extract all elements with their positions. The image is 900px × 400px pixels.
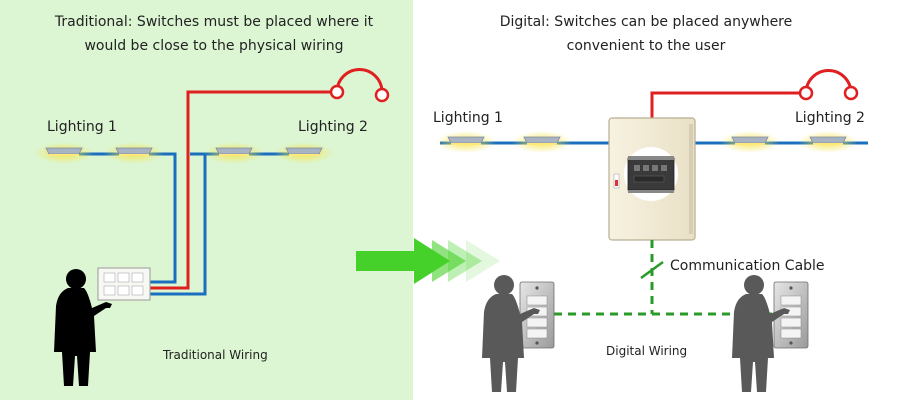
traditional-lighting-2-label: Lighting 2 xyxy=(298,119,368,135)
digital-power-terminal-1 xyxy=(798,85,814,101)
traditional-lamp-1a xyxy=(33,141,95,165)
traditional-lighting-1-label: Lighting 1 xyxy=(47,119,117,135)
digital-lamp-1b xyxy=(511,130,573,154)
traditional-wiring-caption: Traditional Wiring xyxy=(162,348,268,362)
digital-lighting-2-label: Lighting 2 xyxy=(795,110,865,126)
traditional-power-terminal-1 xyxy=(329,84,345,100)
traditional-title-line2: would be close to the physical wiring xyxy=(84,38,343,54)
control-cabinet xyxy=(608,117,696,241)
digital-title-line1: Digital: Switches can be placed anywhere xyxy=(500,14,793,30)
digital-title-line2: convenient to the user xyxy=(567,38,726,54)
digital-lighting-1-label: Lighting 1 xyxy=(433,110,503,126)
digital-lamp-1a xyxy=(435,130,497,154)
traditional-switch-panel xyxy=(97,267,151,301)
traditional-power-terminal-2 xyxy=(374,87,390,103)
traditional-lamp-2a xyxy=(203,141,265,165)
digital-lamp-2a xyxy=(719,130,781,154)
communication-cable-marker xyxy=(640,260,664,280)
controller-module xyxy=(627,156,675,193)
digital-lamp-2b xyxy=(797,130,859,154)
digital-wiring-caption: Digital Wiring xyxy=(606,344,687,358)
traditional-lamp-2b xyxy=(273,141,335,165)
transition-arrow-icon xyxy=(356,238,500,284)
communication-cable-label: Communication Cable xyxy=(670,258,825,274)
digital-red-wire xyxy=(650,69,853,118)
digital-power-terminal-2 xyxy=(843,85,859,101)
traditional-lamp-1b xyxy=(103,141,165,165)
traditional-title-line1: Traditional: Switches must be placed whe… xyxy=(54,14,374,30)
